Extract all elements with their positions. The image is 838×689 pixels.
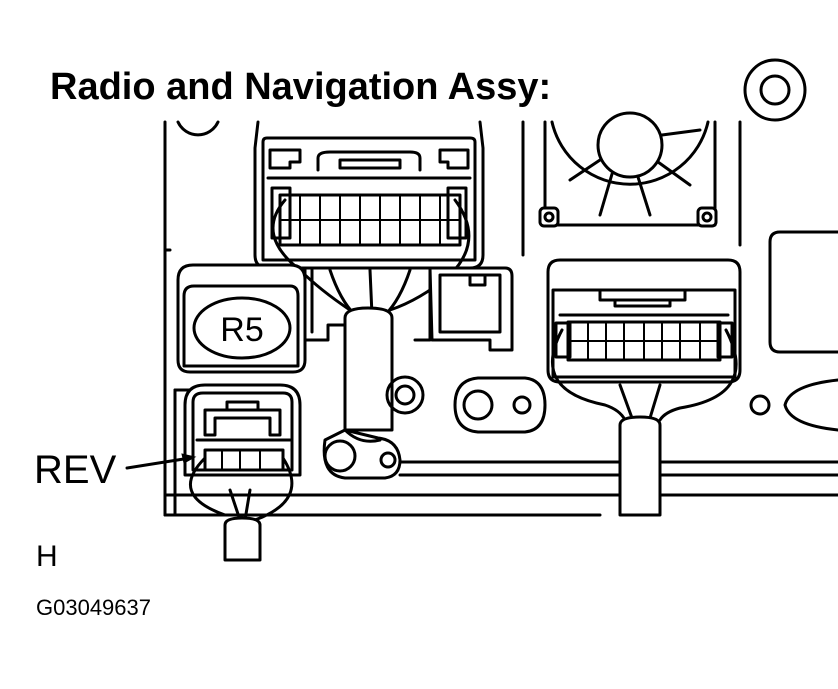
- wire-harness-rev: [190, 458, 291, 560]
- rev-leader-line: [127, 454, 195, 468]
- mounting-tab-center: [455, 378, 545, 432]
- connector-right: [548, 260, 740, 382]
- diagram-title: Radio and Navigation Assy:: [50, 66, 552, 108]
- mounting-boss-top-left: [178, 122, 218, 135]
- r5-connector: R5: [178, 265, 305, 372]
- mounting-boss-center: [387, 377, 423, 413]
- view-letter: H: [36, 540, 58, 573]
- r5-label: R5: [220, 311, 263, 349]
- connector-top-center: [255, 122, 483, 268]
- cooling-fan: [540, 113, 716, 226]
- rev-callout-label: REV: [34, 448, 117, 492]
- mounting-tab-lower: [324, 430, 400, 478]
- mounting-boss-top-right: [745, 60, 805, 120]
- wire-harness-right: [552, 330, 736, 515]
- wire-harness-center: [273, 200, 469, 441]
- socket-pair: [305, 268, 512, 350]
- side-bracket-right: [751, 232, 838, 430]
- rev-connector: [175, 385, 300, 515]
- figure-id: G03049637: [36, 595, 151, 620]
